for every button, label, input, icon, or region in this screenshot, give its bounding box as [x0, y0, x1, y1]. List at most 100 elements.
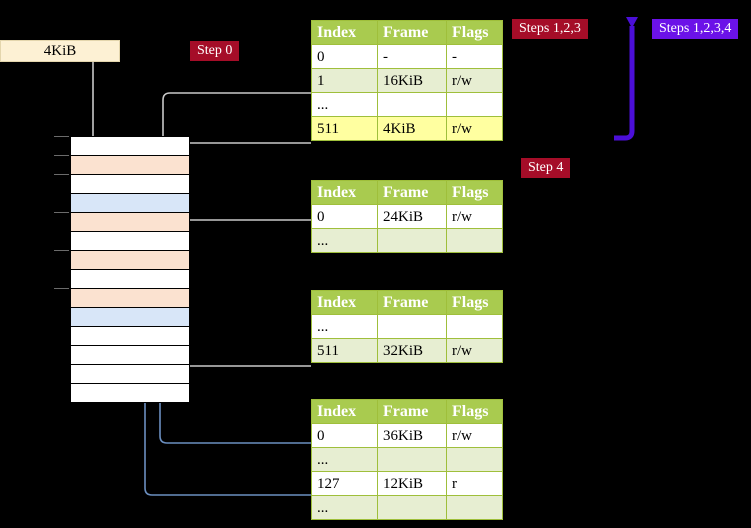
- memory-frame-row: [70, 326, 190, 346]
- cell-frame: [377, 92, 447, 117]
- table-row[interactable]: ...: [311, 92, 503, 117]
- cell-frame: [377, 228, 447, 253]
- cell-frame: [377, 495, 447, 520]
- cell-frame: 16KiB: [377, 68, 447, 93]
- column-header-frame: Frame: [377, 399, 447, 424]
- cell-flags: [446, 228, 503, 253]
- cell-index: 127: [311, 471, 378, 496]
- memory-frame-tick: [54, 155, 69, 156]
- memory-frame-row: [70, 307, 190, 327]
- cell-flags: -: [446, 44, 503, 69]
- cell-frame: -: [377, 44, 447, 69]
- memory-frame-tick: [54, 288, 69, 289]
- table-row[interactable]: ...: [311, 314, 503, 339]
- cell-frame: [377, 447, 447, 472]
- cell-index: 1: [311, 68, 378, 93]
- cell-frame: 4KiB: [377, 116, 447, 141]
- cell-index: 511: [311, 116, 378, 141]
- table-row[interactable]: 0--: [311, 44, 503, 69]
- column-header-frame: Frame: [377, 20, 447, 45]
- connector-pdp-index0: [181, 219, 311, 264]
- memory-frame-row: [70, 250, 190, 270]
- memory-frame-row: [70, 269, 190, 289]
- cell-frame: 36KiB: [377, 423, 447, 448]
- column-header-flags: Flags: [446, 290, 503, 315]
- column-header-index: Index: [311, 399, 378, 424]
- connector-pml4-index1: [162, 92, 311, 244]
- cell-frame: 32KiB: [377, 338, 447, 363]
- cell-flags: [446, 495, 503, 520]
- column-header-flags: Flags: [446, 180, 503, 205]
- column-header-flags: Flags: [446, 20, 503, 45]
- column-header-index: Index: [311, 290, 378, 315]
- memory-frame-tick: [54, 212, 69, 213]
- table-row[interactable]: ...: [311, 495, 503, 520]
- cell-frame: 24KiB: [377, 204, 447, 229]
- connector-pt-index127: [144, 323, 311, 496]
- memory-frame-tick: [54, 136, 69, 137]
- cell-flags: r/w: [446, 116, 503, 141]
- cell-index: 0: [311, 204, 378, 229]
- memory-frame-tick: [54, 250, 69, 251]
- cell-frame: 12KiB: [377, 471, 447, 496]
- steps1234-badge: Steps 1,2,3,4: [652, 19, 739, 39]
- steps123-badge: Steps 1,2,3: [512, 19, 588, 39]
- cell-flags: [446, 314, 503, 339]
- cell-index: ...: [311, 495, 378, 520]
- memory-frame-tick: [54, 174, 69, 175]
- cell-index: ...: [311, 228, 378, 253]
- cell-flags: [446, 447, 503, 472]
- connector-steps-arrow: [614, 17, 638, 141]
- column-header-frame: Frame: [377, 180, 447, 205]
- connector-pml4-index511: [173, 142, 311, 162]
- cell-index: ...: [311, 447, 378, 472]
- memory-frame-row: [70, 212, 190, 232]
- column-header-index: Index: [311, 180, 378, 205]
- memory-frame-row: [70, 231, 190, 251]
- cell-flags: r/w: [446, 423, 503, 448]
- step0-badge: Step 0: [190, 41, 240, 61]
- cell-index: 511: [311, 338, 378, 363]
- cell-index: 0: [311, 423, 378, 448]
- column-header-flags: Flags: [446, 399, 503, 424]
- memory-frame-row: [70, 193, 190, 213]
- cell-frame: [377, 314, 447, 339]
- memory-frame-row: [70, 288, 190, 308]
- memory-frame-row: [70, 345, 190, 365]
- size-box-4kib: 4KiB: [0, 40, 120, 62]
- step4-badge: Step 4: [521, 158, 571, 178]
- cell-flags: r/w: [446, 68, 503, 93]
- cell-index: ...: [311, 92, 378, 117]
- table-row[interactable]: ...: [311, 447, 503, 472]
- column-header-frame: Frame: [377, 290, 447, 315]
- memory-frame-row: [70, 174, 190, 194]
- cell-flags: [446, 92, 503, 117]
- memory-frame-row: [70, 136, 190, 156]
- cell-flags: r: [446, 471, 503, 496]
- cell-index: 0: [311, 44, 378, 69]
- physical-memory-column: [54, 136, 190, 414]
- column-header-index: Index: [311, 20, 378, 45]
- connector-pt-index0: [159, 200, 311, 444]
- memory-frame-row: [70, 364, 190, 384]
- memory-frame-row: [70, 383, 190, 403]
- table-row[interactable]: ...: [311, 228, 503, 253]
- memory-frame-row: [70, 155, 190, 175]
- cell-flags: r/w: [446, 204, 503, 229]
- cell-index: ...: [311, 314, 378, 339]
